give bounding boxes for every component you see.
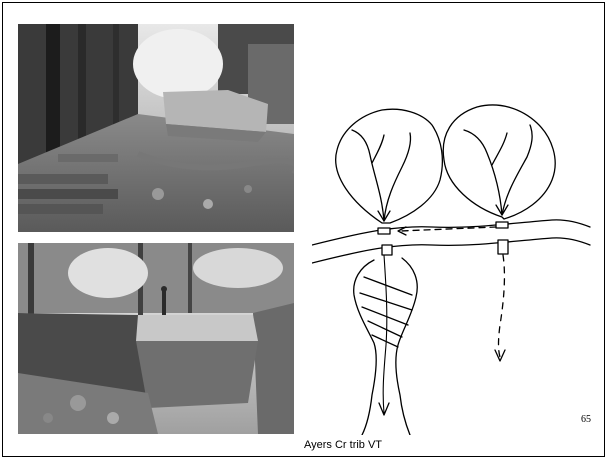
road-lower-edge — [312, 238, 590, 263]
page-number: 65 — [581, 414, 591, 425]
photo-road-washout-upper — [18, 24, 294, 232]
culvert-diversion-diagram — [312, 95, 592, 435]
left-watershed-outline — [336, 109, 443, 223]
photo-caption: Ayers Cr trib VT — [304, 439, 382, 451]
abandoned-outflow — [499, 255, 505, 357]
left-culvert — [378, 228, 390, 234]
photo-road-gully-lower — [18, 243, 294, 434]
gully-outline — [354, 260, 376, 435]
right-watershed-outline — [443, 105, 555, 219]
road-upper-edge — [312, 220, 590, 245]
right-culvert — [496, 222, 508, 228]
